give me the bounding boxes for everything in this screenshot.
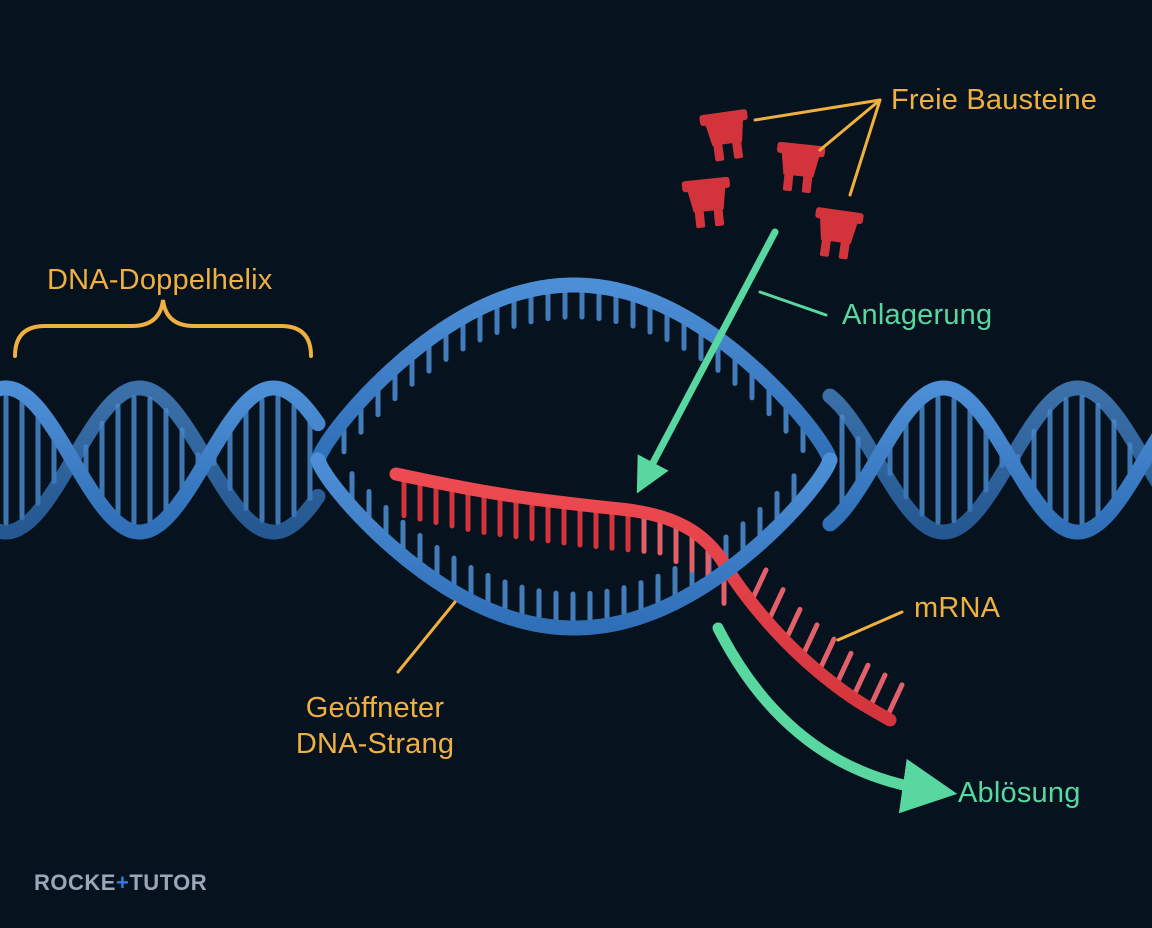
process-arrows: [636, 228, 958, 814]
leader-free-2: [818, 98, 882, 152]
dna-strand-bubble-top: [310, 277, 838, 468]
nucleotide-block-leg-left: [819, 238, 831, 257]
mrna-base-free: [800, 622, 820, 658]
mrna-base-free: [851, 662, 871, 698]
mrna-bases: [401, 477, 905, 718]
nucleotide-block-icon: [681, 176, 731, 229]
mrna-base-free: [834, 650, 854, 686]
abloesung-arrow: [712, 622, 958, 814]
nucleotide-block-body: [687, 187, 726, 213]
nucleotide-block-leg-right: [801, 174, 813, 194]
leader-free-1: [753, 98, 882, 122]
dna-base-pairs: [3, 290, 1133, 623]
label-abloesung: Ablösung: [958, 777, 1081, 809]
label-geoeffneter-dna-strang: Geöffneter DNA-Strang: [285, 690, 465, 762]
nucleotide-block-leg-left: [782, 172, 794, 192]
label-geoeffneter-line1: Geöffneter: [305, 692, 445, 724]
nucleotide-block-cap: [699, 109, 748, 127]
nucleotide-block-icon: [699, 109, 748, 162]
label-freie-bausteine: Freie Bausteine: [891, 84, 1098, 116]
logo-plus: +: [115, 870, 130, 895]
leader-mrna: [836, 610, 904, 642]
nucleotide-block-leg-left: [713, 142, 725, 162]
dna-backbone-front: [0, 277, 1152, 636]
nucleotide-block-leg-right: [713, 207, 725, 227]
dna-strand-left-a: [0, 380, 326, 540]
curly-brace-icon: [13, 299, 313, 358]
mrna-base-free: [817, 636, 837, 672]
nucleotide-block-leg-right: [838, 240, 850, 260]
nucleotide-block-body: [781, 152, 820, 178]
dna-strand-right-a: [822, 380, 1152, 540]
free-nucleotides: [681, 109, 864, 260]
rocketutor-logo: ROCKE+TUTOR: [34, 870, 207, 896]
leader-free-3: [848, 98, 882, 197]
label-mrna: mRNA: [914, 592, 1001, 624]
dna-backbone-back: [0, 380, 1152, 540]
dna-strand-right-b: [822, 380, 1152, 540]
nucleotide-block-leg-left: [694, 209, 706, 229]
logo-text-left: ROCKE: [34, 870, 116, 895]
nucleotide-block-body: [705, 119, 743, 146]
label-anlagerung: Anlagerung: [842, 299, 993, 331]
nucleotide-block-icon: [776, 141, 826, 194]
mrna-base-free: [783, 606, 803, 642]
dna-strand-left-b: [0, 380, 326, 540]
label-geoeffneter-line2: DNA-Strang: [295, 728, 455, 760]
dna-strand-bubble-bottom: [310, 452, 838, 636]
mrna-base-free: [885, 682, 905, 718]
label-leader-lines: [13, 98, 904, 674]
mrna-backbone: [389, 467, 897, 727]
mrna-base-free: [868, 672, 888, 708]
label-dna-doppelhelix: DNA-Doppelhelix: [47, 264, 273, 296]
leader-anlagerung: [758, 290, 828, 317]
mrna-strand: [389, 467, 897, 727]
nucleotide-block-cap: [815, 207, 864, 225]
nucleotide-block-leg-right: [732, 140, 744, 159]
nucleotide-block-body: [820, 217, 858, 244]
leader-geoeffneter: [396, 600, 457, 674]
nucleotide-block-icon: [815, 207, 864, 260]
mrna-base-free: [766, 587, 786, 623]
logo-text-right: TUTOR: [129, 870, 208, 895]
anlagerung-arrow: [636, 228, 779, 494]
mrna-base-free: [749, 567, 769, 603]
